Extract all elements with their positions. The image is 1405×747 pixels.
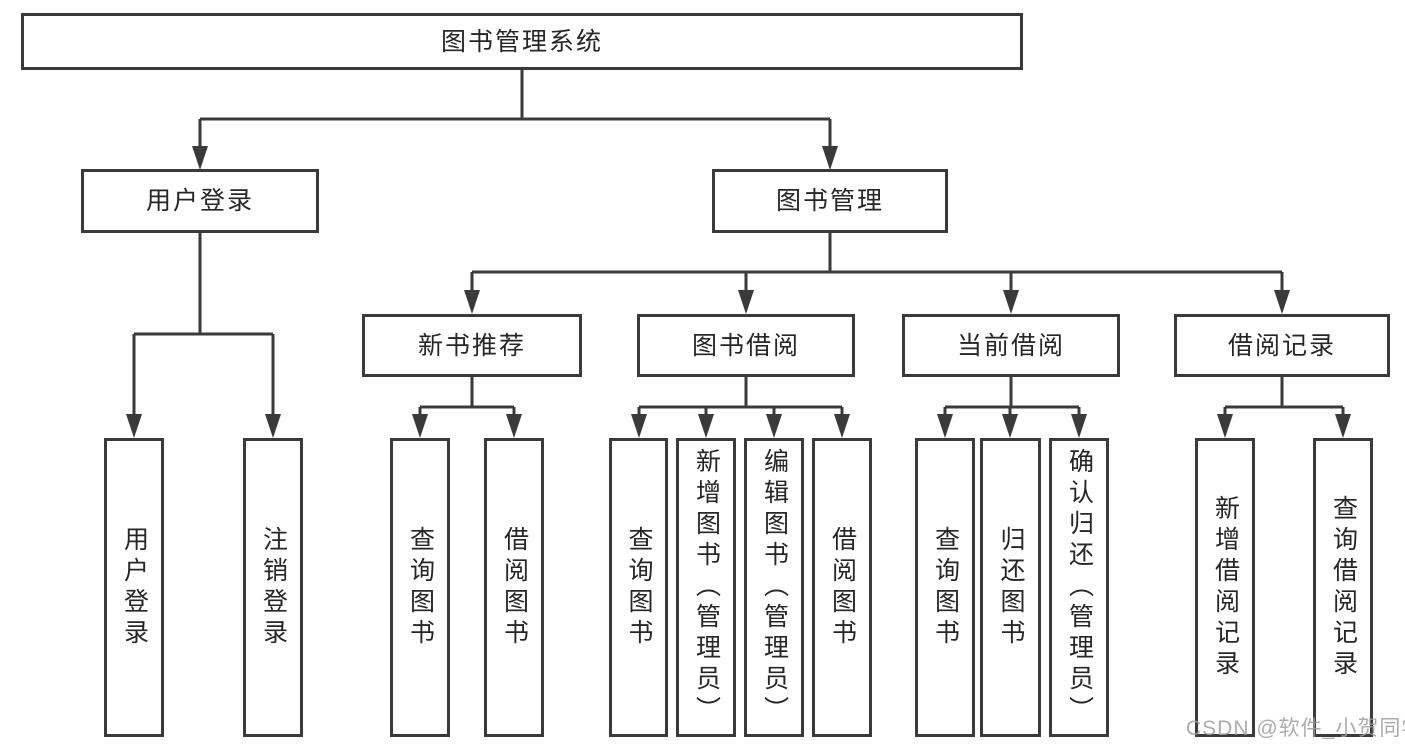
- leaf-borrow-borrow-book: 借阅图书: [812, 438, 872, 737]
- leaf-borrow-edit-book-admin: 编辑图书（管理员）: [744, 438, 804, 737]
- leaf-user-login: 用户登录: [104, 438, 164, 737]
- node-current-borrow: 当前借阅: [902, 314, 1120, 377]
- leaf-recommend-borrow-book: 借阅图书: [484, 438, 544, 737]
- node-borrow-record: 借阅记录: [1174, 314, 1390, 377]
- leaf-recommend-query-book: 查询图书: [390, 438, 450, 737]
- leaf-current-query-book: 查询图书: [915, 438, 975, 737]
- leaf-record-query-borrow-record: 查询借阅记录: [1313, 438, 1373, 737]
- leaf-borrow-add-book-admin: 新增图书（管理员）: [676, 438, 736, 737]
- leaf-borrow-query-book: 查询图书: [609, 438, 668, 737]
- node-book-borrow: 图书借阅: [637, 314, 855, 377]
- leaf-current-return-book: 归还图书: [980, 438, 1041, 737]
- node-new-book-recommend: 新书推荐: [362, 314, 582, 377]
- leaf-record-add-borrow-record: 新增借阅记录: [1195, 438, 1255, 737]
- node-root-system: 图书管理系统: [21, 13, 1023, 70]
- arrow-down-icons: [126, 146, 1351, 438]
- csdn-watermark: CSDN @软件_小贺同学: [1186, 717, 1405, 740]
- leaf-logout: 注销登录: [243, 438, 303, 737]
- node-user-login: 用户登录: [81, 169, 319, 233]
- node-book-management: 图书管理: [712, 169, 948, 233]
- leaf-current-confirm-return-admin: 确认归还（管理员）: [1049, 438, 1109, 737]
- tree-edges: [132, 69, 1345, 426]
